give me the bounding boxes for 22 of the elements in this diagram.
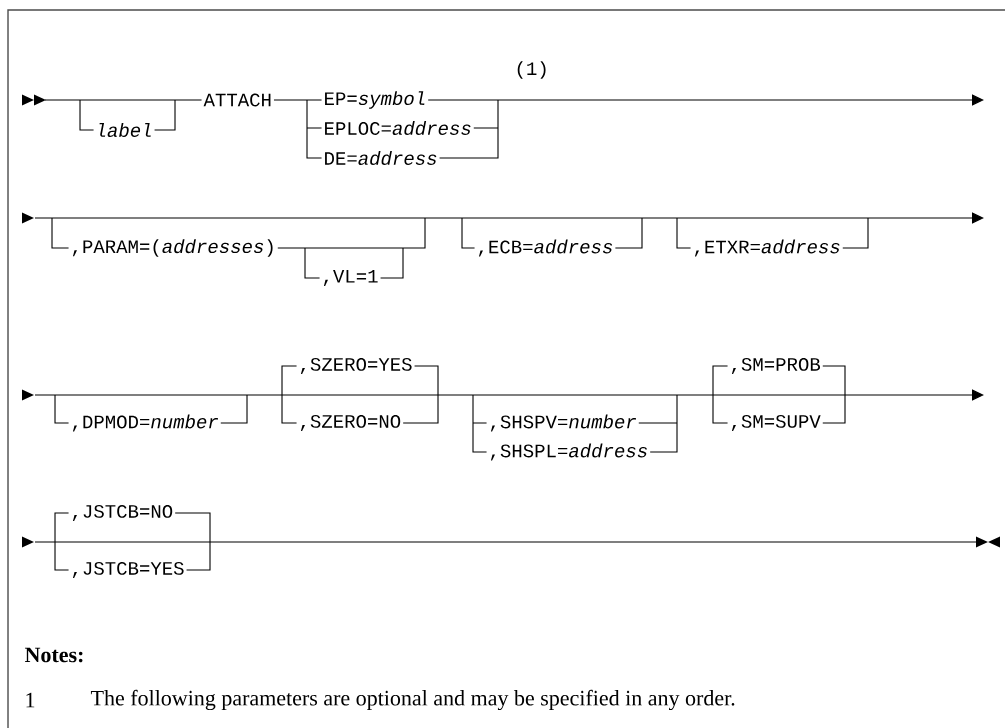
syntax-item: ,SHSPL=address [486, 442, 651, 462]
syntax-item: ,ECB=address [474, 238, 616, 258]
footnote-reference: (1) [512, 60, 551, 80]
syntax-item: ,SZERO=NO [296, 413, 404, 433]
syntax-item: ,JSTCB=NO [68, 503, 176, 523]
syntax-item: ,SZERO=YES [296, 356, 415, 376]
footnote-number: 1 [22, 691, 38, 709]
syntax-item: ,PARAM=(addresses) [68, 238, 278, 258]
footnote-text: The following parameters are optional and may be specified in any order. [88, 688, 738, 712]
syntax-item: label [93, 122, 155, 138]
syntax-item: DE=address [321, 150, 440, 166]
syntax-item: EP=symbol [321, 90, 429, 110]
syntax-item: EPLOC=address [321, 120, 474, 136]
syntax-item: ,JSTCB=YES [68, 560, 187, 580]
syntax-item: ,SM=PROB [727, 356, 823, 376]
syntax-item: ,VL=1 [319, 269, 381, 287]
syntax-item: ,ETXR=address [690, 238, 843, 258]
syntax-item: ,SM=SUPV [727, 413, 823, 433]
notes-heading: Notes: [22, 646, 87, 664]
syntax-item: ,DPMOD=number [68, 413, 221, 433]
syntax-item: ,SHSPV=number [486, 413, 639, 433]
syntax-keyword: ATTACH [201, 92, 274, 108]
